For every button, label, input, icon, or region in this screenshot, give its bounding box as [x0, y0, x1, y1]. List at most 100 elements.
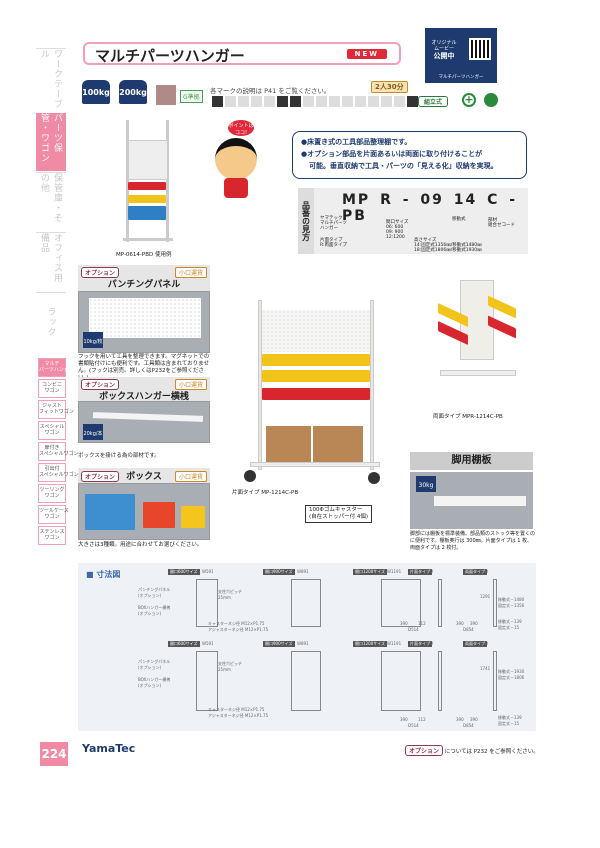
qr-code-icon[interactable]: [469, 38, 491, 60]
color-swatch: [156, 85, 176, 105]
size-label: 間口600サイズ: [168, 641, 200, 647]
dims-title: ■ 寸法図: [86, 570, 121, 579]
dim-base: 移動式－139 固定式－15: [498, 715, 522, 726]
dim-d2: 112: [418, 621, 426, 626]
dim-move: 移動式－1480 固定式－1356: [498, 597, 525, 608]
code-example: MP R - 09 14 C - PB: [342, 192, 518, 224]
dim-d4: 390: [456, 621, 464, 626]
sidebar-subtab[interactable]: ステンレス ワゴン: [38, 526, 66, 545]
sidebar-subtab[interactable]: ツールケース ワゴン: [38, 505, 69, 524]
size-label: 間口600サイズ: [168, 569, 200, 575]
dim-d4: 390: [456, 717, 464, 722]
width-label: W591: [202, 641, 214, 646]
feature-mark-icon: [342, 96, 353, 107]
sidebar-subtab[interactable]: マルチ パーツハンガー: [38, 358, 74, 377]
sidebar-subtab[interactable]: ツーリング ワゴン: [38, 484, 66, 503]
option-punching-panel: オプション小口運賃 パンチングパネル 10kg/枚: [78, 265, 210, 353]
size-label: 片面タイプ: [408, 569, 432, 575]
rack-drawing: [438, 579, 442, 627]
rack-drawing: [381, 651, 421, 711]
feature-mark-icon: [264, 96, 275, 107]
box-hanger-desc: ボックスを掛ける為の部材です。: [78, 453, 160, 459]
caster-label: 100Φゴムキャスター (自在ストッパー付 4個): [305, 505, 373, 523]
movie-qr-panel[interactable]: オリジナル ムービー 公開中 マルチパーツハンガー: [425, 28, 497, 83]
dim-d2: 112: [418, 717, 426, 722]
code-guide: 品番の見方 MP R - 09 14 C - PB ヤマテック マルチパーツ ハ…: [298, 188, 528, 254]
feature-mark-icon: [368, 96, 379, 107]
dim-d5: 390: [470, 621, 478, 626]
dim-d3: D514: [408, 627, 419, 632]
dim-move: 移動式－1930 固定式－1806: [498, 669, 525, 680]
mascot-character: [215, 138, 257, 180]
sidebar-tab-worktable[interactable]: ワークテーブル: [36, 48, 66, 110]
note-boxh: BOXハンガー横桟 (オプション): [138, 605, 171, 616]
rack-drawing: [493, 579, 497, 627]
note-pitch: 支柱穴ピッチ 25mm: [218, 661, 242, 672]
dim-h: 1291: [480, 594, 491, 599]
rack-drawing: [381, 579, 421, 627]
load-200kg-icon: 200kg: [119, 80, 147, 104]
dim-d3: D514: [408, 723, 419, 728]
feature-mark-icon: [212, 96, 223, 107]
leg-shelf-desc: 脚部には棚板を標準装備。部品類のストック等を置くのに便利です。棚板奥行は 300…: [410, 531, 536, 551]
size-label: 間口1200サイズ: [353, 641, 388, 647]
size-label: 間口900サイズ: [263, 641, 295, 647]
size-label: 片面タイプ: [408, 641, 432, 647]
size-label: 間口1200サイズ: [353, 569, 388, 575]
size-label: 間口900サイズ: [263, 569, 295, 575]
width-label: D: [485, 641, 489, 646]
sidebar-tab-rack[interactable]: ラック: [36, 292, 66, 350]
sidebar-subtab[interactable]: 引出付 スペシャルワゴン: [38, 463, 79, 482]
sidebar-subtab[interactable]: 扉付き スペシャルワゴン: [38, 442, 79, 461]
option-box: オプション小口運賃 ボックス: [78, 468, 210, 540]
note-boxh: BOXハンガー横桟 (オプション): [138, 677, 171, 688]
leg-shelf-image: 30kg: [410, 472, 533, 529]
movie-caption: マルチパーツハンガー: [438, 75, 484, 80]
sidebar-tab-storage[interactable]: 保管庫・その他: [36, 172, 66, 230]
plus-icon: +: [462, 93, 476, 107]
assembly-time-badge: 2人30分: [371, 81, 408, 93]
sidebar-tab-parts-wagon[interactable]: パーツ保管・ワゴン: [36, 113, 66, 171]
width-label: W1191: [387, 641, 402, 646]
sidebar-subtab[interactable]: コンビニ ワゴン: [38, 379, 66, 398]
double-product-image: [430, 280, 520, 410]
feature-mark-icon: [355, 96, 366, 107]
main-product-caption: 片面タイプ MP-1214C-PB: [232, 490, 299, 496]
double-caption: 両面タイプ MPR-1214C-PB: [433, 414, 503, 420]
green-purchase-mark: G準拠: [180, 90, 203, 103]
feature-mark-icon: [316, 96, 327, 107]
footer-note: オプション については P232 をご参照ください。: [405, 745, 539, 756]
width-label: D: [430, 569, 434, 574]
feature-mark-icon: [407, 96, 418, 107]
width-label: W891: [297, 569, 309, 574]
title-box: マルチパーツハンガー NEW: [83, 42, 401, 65]
size-label: 両面タイプ: [463, 641, 487, 647]
example-caption: MP-0614-PBD 使用例: [116, 252, 172, 258]
feature-mark-icon: [329, 96, 340, 107]
width-label: D: [485, 569, 489, 574]
new-badge: NEW: [346, 49, 387, 59]
page-title: マルチパーツハンガー: [95, 47, 245, 65]
feature-mark-icon: [394, 96, 405, 107]
size-label: 両面タイプ: [463, 569, 487, 575]
option-box-hanger-bar: オプション小口運賃 ボックスハンガー横桟 20kg/本: [78, 377, 210, 443]
point-bubble: ポイントはココ!: [228, 120, 254, 136]
dim-d5: 390: [470, 717, 478, 722]
movie-line3: 公開中: [433, 52, 455, 60]
box-desc: 大きさは3種類。用途に合わせてお選びください。: [78, 542, 203, 548]
sidebar-subtab[interactable]: スペシャル ワゴン: [38, 421, 66, 440]
note-panel: パンチングパネル (オプション): [138, 659, 171, 670]
note-panel: パンチングパネル (オプション): [138, 587, 171, 598]
rack-drawing: [196, 579, 218, 627]
rack-drawing: [291, 579, 321, 627]
movie-line2: ムービー: [433, 46, 454, 52]
dim-d1: 390: [400, 717, 408, 722]
sidebar-subtab[interactable]: ジャスト フィットワゴン: [38, 400, 74, 419]
sidebar-tab-office[interactable]: オフィス用備品: [36, 232, 66, 290]
dim-base: 移動式－139 固定式－15: [498, 619, 522, 630]
rack-drawing: [438, 651, 442, 711]
main-product-image: [240, 300, 390, 490]
assembly-type-badge: 組立式: [418, 96, 449, 107]
feature-bubble: ●床置き式の工具部品整理棚です。●オプション部品を片面あるいは両面に取り付けるこ…: [292, 131, 527, 179]
